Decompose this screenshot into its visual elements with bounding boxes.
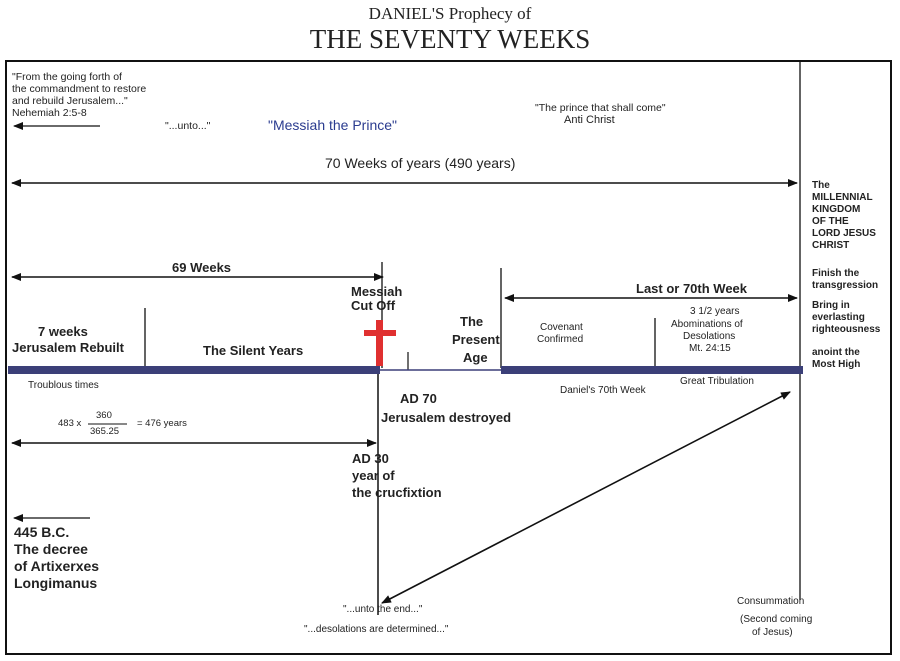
seventy-weeks-label: 70 Weeks of years (490 years) xyxy=(325,155,516,171)
timeline-bar-right xyxy=(501,366,803,374)
present-age-present: Present xyxy=(452,332,500,347)
messiah-the-prince: "Messiah the Prince" xyxy=(268,117,397,133)
messiah-label: Messiah xyxy=(351,284,403,299)
nehemiah-reference: Nehemiah 2:5-8 xyxy=(12,107,87,119)
matthew-reference: Mt. 24:15 xyxy=(689,343,731,354)
decree-label: The decree xyxy=(14,541,88,557)
great-tribulation: Great Tribulation xyxy=(680,376,754,387)
seven-weeks-label: 7 weeks xyxy=(38,324,88,339)
last-week-label: Last or 70th Week xyxy=(636,281,748,296)
ad70-label: AD 70 xyxy=(400,391,437,406)
three-half-years: 3 1/2 years xyxy=(690,306,740,317)
jerusalem-destroyed-label: Jerusalem destroyed xyxy=(381,410,512,425)
decree-year: 445 B.C. xyxy=(14,524,70,540)
diagram-frame xyxy=(5,60,892,655)
consummation-label: Consummation xyxy=(737,596,805,607)
covenant-label: Covenant xyxy=(540,322,583,333)
timeline-bar-left xyxy=(8,366,380,374)
commandment-quote-3: and rebuild Jerusalem..." xyxy=(12,95,128,107)
ad30-label: AD 30 xyxy=(352,451,389,466)
unto-text: "...unto..." xyxy=(165,120,211,132)
present-age-the: The xyxy=(460,314,484,329)
of-jesus-label: of Jesus) xyxy=(752,627,793,638)
second-coming-label: (Second coming xyxy=(740,614,813,625)
title-line-2: THE SEVENTY WEEKS xyxy=(309,24,591,54)
cross-icon xyxy=(376,320,383,366)
daniels-seventieth-week: Daniel's 70th Week xyxy=(560,385,646,396)
abominations-label: Abominations of xyxy=(671,319,743,330)
year-of-label: year of xyxy=(352,468,395,483)
jerusalem-rebuilt-label: Jerusalem Rebuilt xyxy=(12,340,124,355)
desolations-label: Desolations xyxy=(683,331,736,342)
crucifixion-label: the crucfixtion xyxy=(352,485,442,500)
title-line-1: DANIEL'S Prophecy of xyxy=(368,4,532,23)
commandment-quote-1: "From the going forth of xyxy=(12,71,122,83)
decree-longimanus: Longimanus xyxy=(14,575,98,591)
decree-artixerxes: of Artixerxes xyxy=(14,558,100,574)
sixty-nine-weeks-label: 69 Weeks xyxy=(172,260,232,275)
desolations-determined: "...desolations are determined..." xyxy=(304,624,449,635)
commandment-quote-2: the commandment to restore xyxy=(12,83,147,95)
cut-off-label: Cut Off xyxy=(351,298,396,313)
anti-christ: Anti Christ xyxy=(564,114,615,126)
prince-quote: "The prince that shall come" xyxy=(535,102,666,114)
silent-years-label: The Silent Years xyxy=(203,343,304,358)
troublous-times: Troublous times xyxy=(28,380,99,391)
confirmed-label: Confirmed xyxy=(537,334,584,345)
gap-diagonal-arrow xyxy=(381,391,791,604)
unto-the-end: "...unto the end..." xyxy=(343,604,423,615)
present-age-age: Age xyxy=(463,350,488,365)
